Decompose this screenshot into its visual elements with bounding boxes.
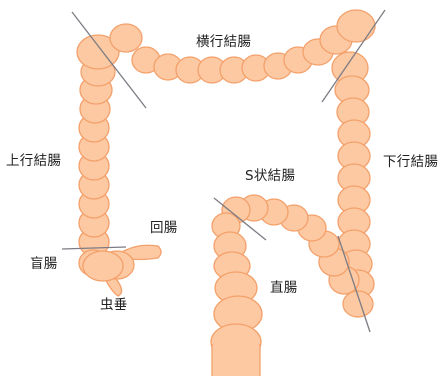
ileum-label: 回腸 xyxy=(150,222,178,236)
rectum-label: 直腸 xyxy=(270,282,298,296)
transverse-colon-label: 横行結腸 xyxy=(196,36,251,50)
ascending-colon-shape xyxy=(77,35,119,256)
appendix-label: 虫垂 xyxy=(100,299,128,313)
ascending-colon-label: 上行結腸 xyxy=(6,155,61,169)
cecum-label: 盲腸 xyxy=(30,258,58,272)
descending-colon-label: 下行結腸 xyxy=(383,156,438,170)
cecum-shape xyxy=(79,250,134,281)
sigmoid-colon-label: S状結腸 xyxy=(245,170,295,184)
rectum-shape xyxy=(211,232,262,376)
